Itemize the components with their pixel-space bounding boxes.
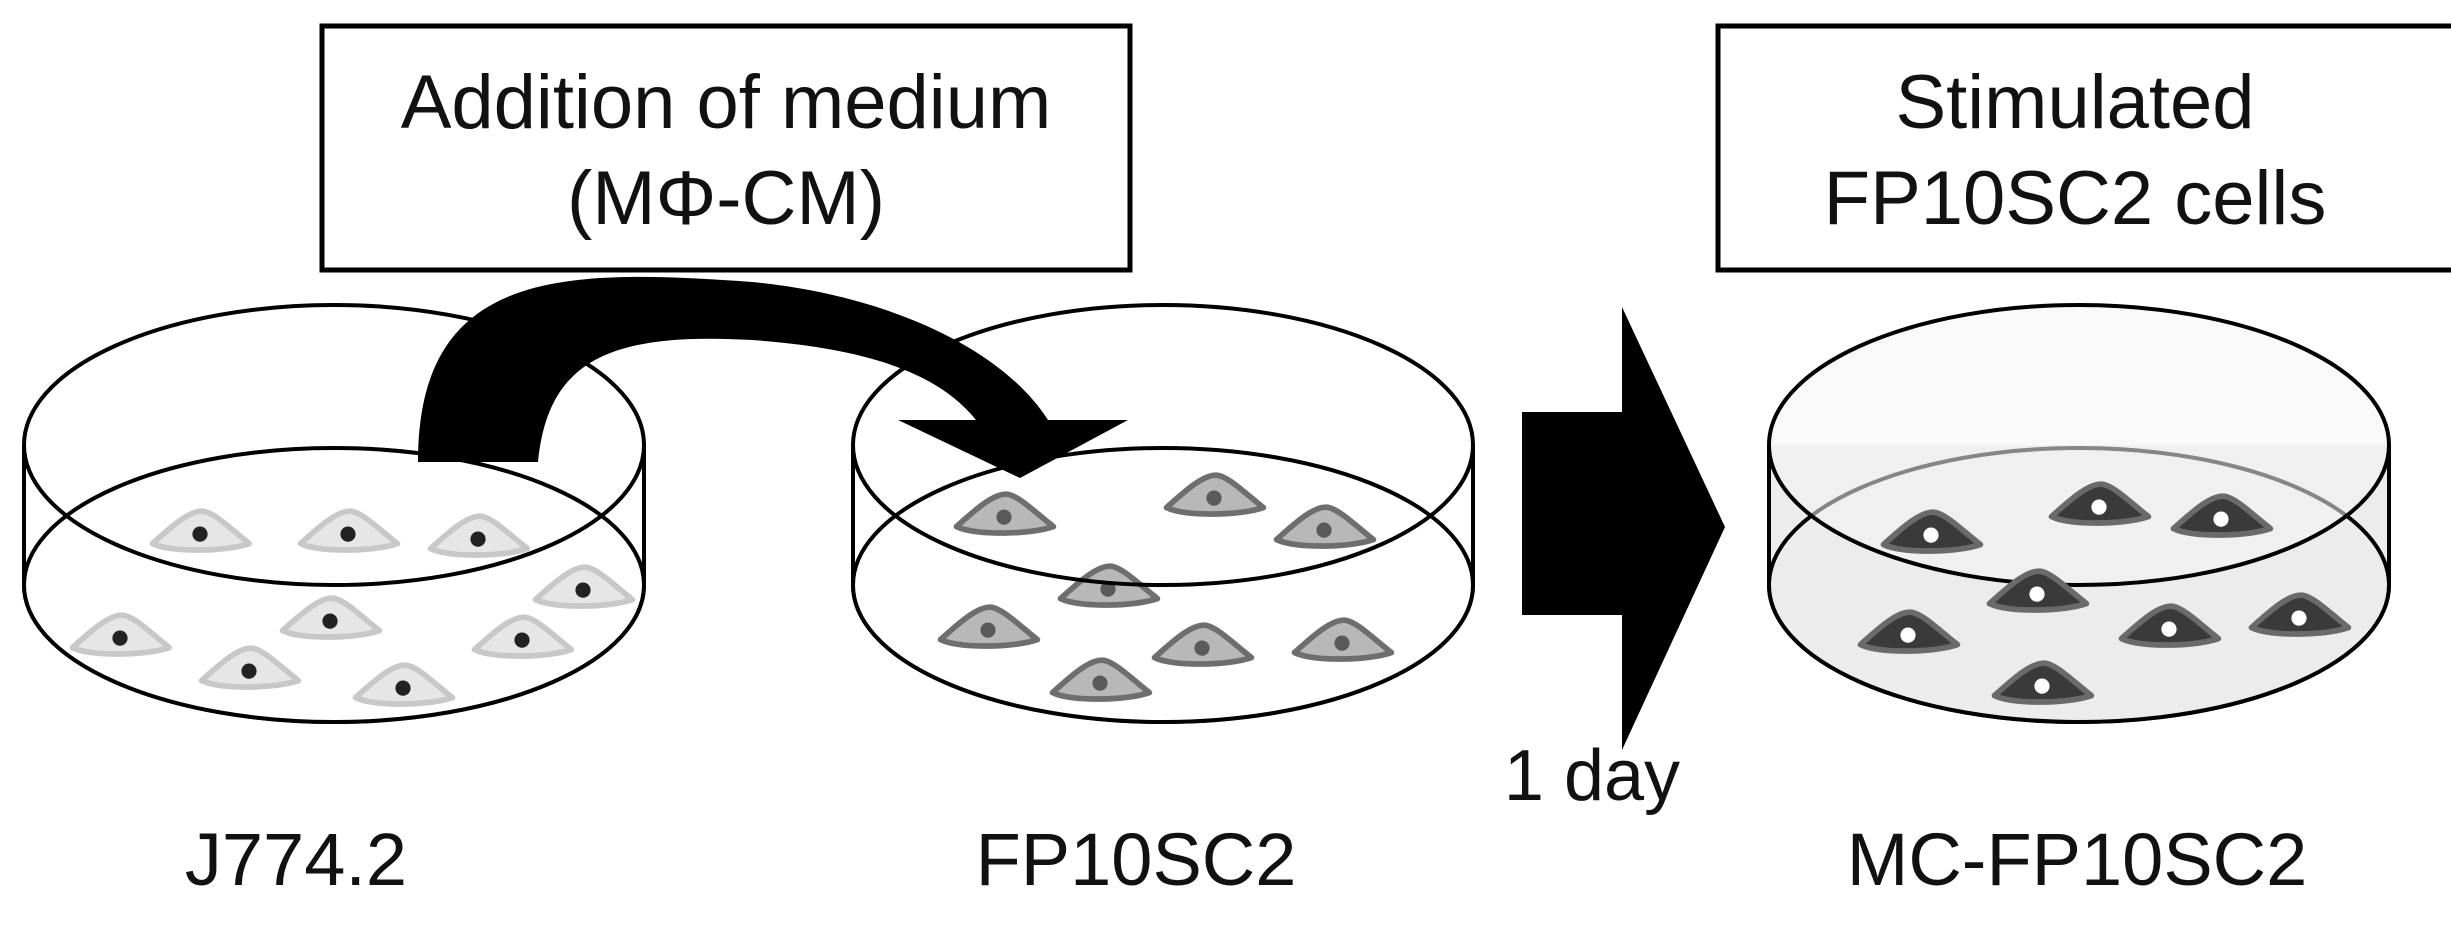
fp10sc2-cell — [1049, 657, 1153, 702]
curved-arrow-icon — [418, 276, 1128, 478]
fp10sc2-cell — [1273, 504, 1377, 549]
stimulated-box-frame — [1715, 23, 2451, 273]
mc-fp10sc2-cell — [2048, 481, 2152, 526]
mc-fp10sc2-cell — [1986, 568, 2090, 613]
dish-j774-cells — [69, 508, 636, 707]
mc-fp10sc2-cell — [2170, 493, 2274, 538]
dish-mc-rim — [1767, 303, 2391, 587]
fp10sc2-cell — [937, 604, 1041, 649]
fp10sc2-cell — [1151, 622, 1255, 667]
addition-box-line1: Addition of medium — [401, 60, 1052, 145]
duration-label: 1 day — [1504, 736, 1680, 816]
addition-box-frame — [319, 23, 1133, 273]
stimulated-box-line1: Stimulated — [1895, 60, 2254, 145]
fp10sc2-cell — [1163, 472, 1267, 517]
medium-transfer-arrow — [418, 276, 1128, 478]
addition-box-line2: (MΦ-CM) — [567, 156, 885, 241]
j774-cell — [279, 595, 383, 640]
j774-cell — [69, 612, 173, 657]
dish-mc-cells — [1857, 481, 2352, 705]
right-arrow-icon — [1522, 307, 1725, 750]
mc-fp10sc2-cell — [1880, 509, 1984, 554]
dish-fp10sc2 — [851, 303, 1475, 724]
dish-j774-rim — [22, 303, 646, 587]
stimulated-cells-box: Stimulated FP10SC2 cells — [1715, 23, 2451, 273]
stimulated-box-line2: FP10SC2 cells — [1824, 156, 2327, 241]
fp10sc2-cell — [953, 491, 1057, 536]
j774-cell — [352, 662, 456, 707]
j774-cell — [471, 614, 575, 659]
j774-cell — [532, 564, 636, 609]
dish-fp10sc2-cells — [937, 472, 1395, 702]
addition-of-medium-box: Addition of medium (MΦ-CM) — [319, 23, 1133, 273]
dish-label-fp10sc2: FP10SC2 — [976, 818, 1297, 901]
mc-fp10sc2-cell — [1991, 660, 2095, 705]
dish-j774 — [22, 303, 646, 724]
mc-fp10sc2-cell — [1857, 609, 1961, 654]
dish-label-mc-fp10sc2: MC-FP10SC2 — [1847, 818, 2308, 901]
fp10sc2-cell — [1291, 617, 1395, 662]
j774-cell — [297, 508, 401, 553]
mc-fp10sc2-cell — [2118, 603, 2222, 648]
mc-fp10sc2-cell — [2248, 592, 2352, 637]
j774-cell — [149, 508, 253, 553]
dish-mc-fp10sc2 — [1767, 303, 2391, 724]
j774-cell — [427, 513, 531, 558]
dish-fp10sc2-rim — [851, 303, 1475, 587]
dish-label-j774: J774.2 — [185, 818, 407, 901]
j774-cell — [198, 645, 302, 690]
one-day-arrow: 1 day — [1504, 307, 1725, 816]
